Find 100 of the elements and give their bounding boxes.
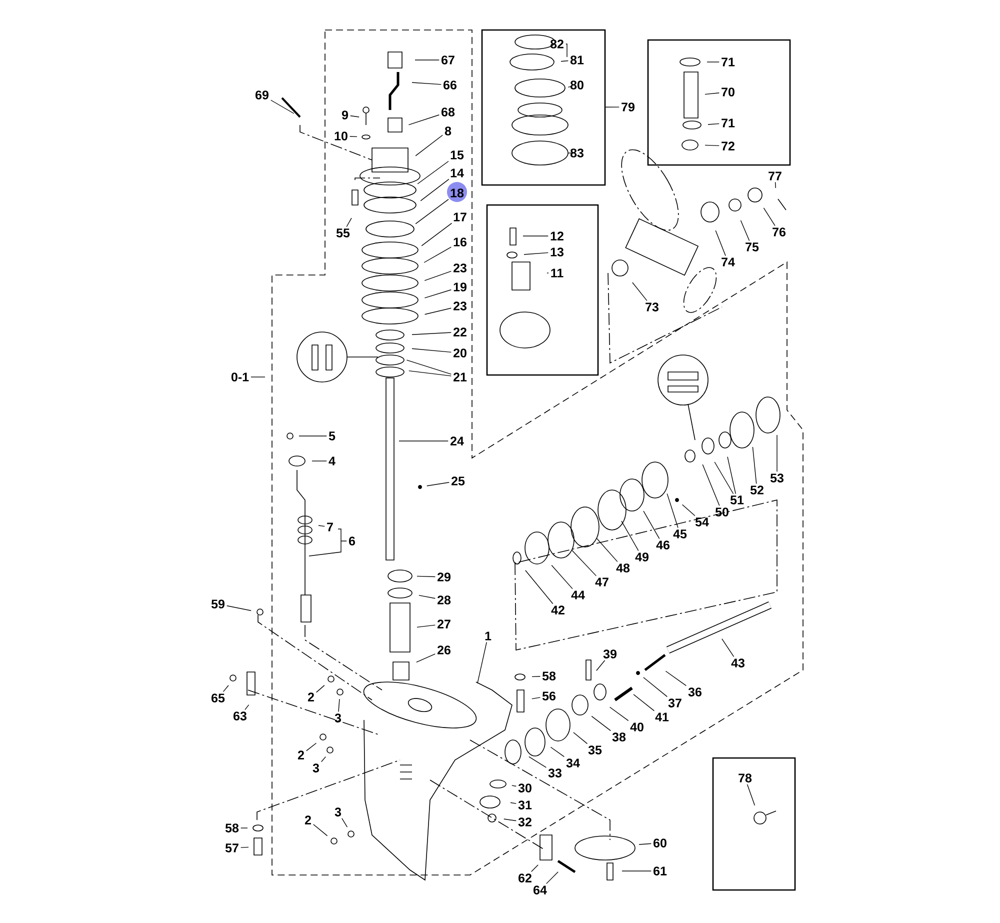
leader-line <box>532 676 540 678</box>
callout-number: 66 <box>444 80 456 90</box>
leader-line <box>424 308 452 315</box>
callout-number: 58 <box>225 824 239 832</box>
leader-line <box>412 348 452 353</box>
leader-line <box>424 270 452 281</box>
leader-line <box>226 605 252 611</box>
callout-number: 40 <box>630 722 644 732</box>
callout-number: 3 <box>312 764 320 772</box>
leader-line <box>244 704 250 710</box>
leader-line <box>752 446 757 484</box>
callout-number: 61 <box>654 866 667 876</box>
leader-line <box>408 114 440 126</box>
callout-number: 20 <box>454 348 466 358</box>
callout-number: 72 <box>722 142 734 150</box>
callout-number: 62 <box>518 874 532 882</box>
leader-line <box>714 462 734 494</box>
callout-number: 37 <box>668 698 682 708</box>
leader-line <box>308 528 347 556</box>
leader-line <box>763 208 776 226</box>
callout-number: 6 <box>348 536 356 546</box>
callout-number: 27 <box>438 620 450 628</box>
callout-number: 44 <box>571 590 585 600</box>
leader-line <box>421 222 452 246</box>
leader-line <box>417 160 449 184</box>
callout-number: 11 <box>551 268 564 278</box>
callout-number: 55 <box>336 228 350 238</box>
callout-number: 2 <box>304 816 311 824</box>
leader-line <box>591 716 612 732</box>
callout-number: 81 <box>570 56 584 64</box>
leader-line <box>524 252 548 255</box>
leader-line <box>568 152 576 154</box>
callout-number: 23 <box>454 302 466 310</box>
callout-number: 3 <box>334 714 342 722</box>
leader-line <box>596 660 606 671</box>
leader-line <box>346 218 352 228</box>
leader-line <box>776 434 778 472</box>
callout-number: 76 <box>772 228 786 236</box>
leader-line <box>740 220 750 242</box>
leader-line <box>426 482 450 486</box>
leader-line <box>412 332 452 335</box>
leader-line <box>406 360 452 375</box>
leader-line <box>477 642 487 684</box>
leader-line <box>715 230 726 256</box>
callout-number: 64 <box>534 886 547 894</box>
leader-line <box>609 706 629 722</box>
leader-line <box>306 742 317 752</box>
callout-number: 0-1 <box>231 372 249 382</box>
leader-line <box>338 698 340 712</box>
callout-number: 75 <box>746 242 759 252</box>
callout-number: 73 <box>646 302 658 312</box>
callout-number: 70 <box>722 88 734 96</box>
callout-number: 51 <box>730 496 744 504</box>
callout-number: 68 <box>442 108 455 116</box>
leader-line <box>605 106 620 108</box>
leader-line <box>528 756 546 768</box>
callout-number: 10 <box>334 132 348 140</box>
leader-line <box>416 654 436 663</box>
leader-line <box>666 493 678 528</box>
callout-number: 80 <box>570 80 584 90</box>
leader-line <box>412 82 442 85</box>
callout-number: 58 <box>542 672 556 680</box>
callout-number: 7 <box>327 522 333 532</box>
leader-line <box>566 44 568 58</box>
callout-number: 33 <box>548 768 562 778</box>
callout-number: 49 <box>635 552 648 562</box>
callout-number: 13 <box>550 248 564 256</box>
leader-line <box>568 86 572 88</box>
leader-line <box>398 440 448 442</box>
leader-line <box>415 198 449 224</box>
callout-number: 31 <box>518 800 532 810</box>
callout-number: 38 <box>612 732 626 742</box>
leader-line <box>510 802 516 804</box>
leader-line <box>573 732 588 744</box>
leader-line <box>321 756 326 762</box>
callout-number: 65 <box>212 694 225 702</box>
callout-number: 79 <box>622 102 634 112</box>
leader-line <box>774 182 776 188</box>
leader-line <box>222 685 229 692</box>
leader-line <box>622 870 652 872</box>
callout-number: 19 <box>454 282 466 292</box>
callout-number: 24 <box>450 436 464 446</box>
leader-line <box>682 504 696 516</box>
callout-number: 15 <box>450 150 464 160</box>
callout-number: 9 <box>342 110 348 120</box>
callout-number: 25 <box>452 476 465 486</box>
leader-line <box>312 460 327 462</box>
callout-number: 22 <box>454 328 466 336</box>
leader-line <box>525 570 554 604</box>
leader-line <box>571 550 596 576</box>
callout-number: 35 <box>588 746 602 754</box>
callout-number: 48 <box>616 564 630 572</box>
inset-box <box>647 39 791 166</box>
leader-line <box>416 576 436 578</box>
callout-number: 39 <box>603 650 616 658</box>
callout-number: 36 <box>688 688 702 696</box>
leader-line <box>560 60 568 62</box>
leader-line <box>504 818 516 822</box>
callout-number: 18 <box>450 188 464 198</box>
leader-line <box>350 136 358 138</box>
